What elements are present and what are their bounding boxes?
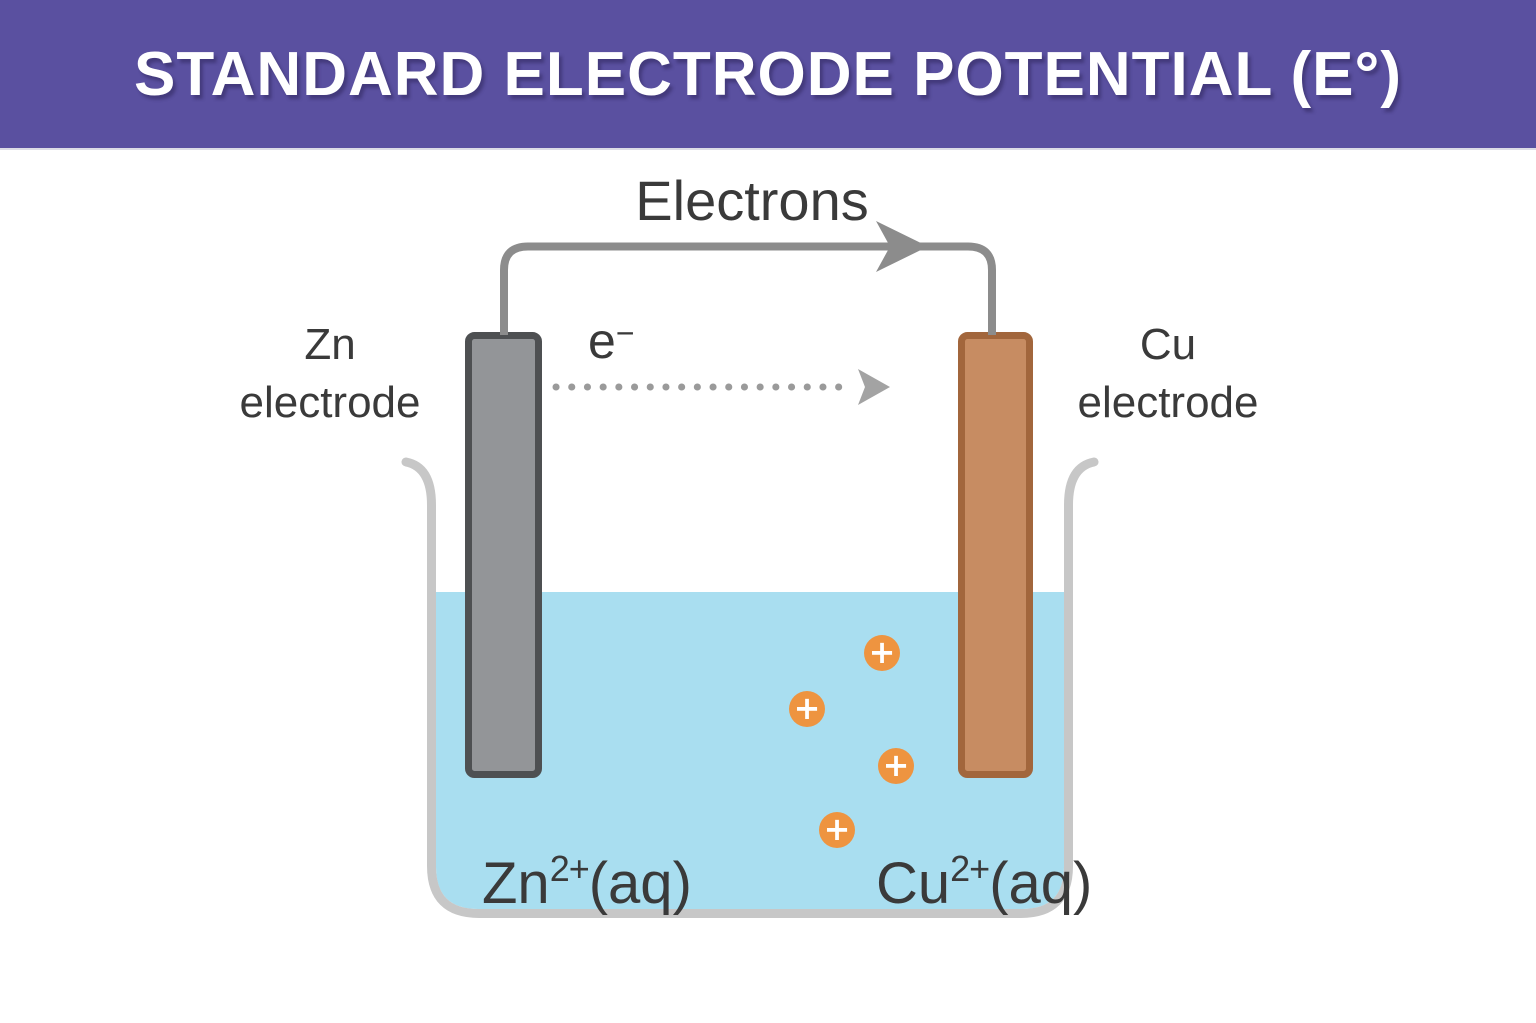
zn-electrode-label-line1: Zn — [304, 320, 356, 369]
wire — [500, 242, 996, 335]
cu-electrode — [958, 332, 1033, 778]
zn-ion-sup: 2+ — [549, 848, 590, 889]
electron-flow-arrow-icon — [876, 221, 928, 272]
cation-icon: + — [789, 691, 825, 727]
beaker-outline — [401, 457, 1099, 918]
cation-plus: + — [868, 633, 896, 671]
cu-ion-base: Cu — [876, 851, 951, 916]
cation-plus: + — [823, 810, 851, 848]
page-title: STANDARD ELECTRODE POTENTIAL (E°) — [134, 39, 1402, 109]
electron-transfer-arrowhead-icon — [858, 369, 890, 405]
cation-icon: + — [819, 812, 855, 848]
cu-ion-suffix: (aq) — [989, 851, 1093, 916]
electrolyte-solution — [436, 592, 1064, 909]
zn-electrode — [465, 332, 542, 778]
electron-symbol-label: e− — [588, 312, 635, 370]
cation-plus: + — [882, 746, 910, 784]
electron-symbol-base: e — [588, 313, 616, 369]
zn-electrode-label-line2: electrode — [239, 378, 421, 427]
header-separator — [0, 148, 1536, 150]
zn-ion-label: Zn2+(aq) — [482, 848, 692, 917]
zn-ion-base: Zn — [482, 851, 550, 916]
zn-electrode-label: Zn electrode — [239, 316, 420, 432]
cation-icon: + — [878, 748, 914, 784]
cu-ion-sup: 2+ — [950, 848, 990, 889]
cu-electrode-label: Cu electrode — [1077, 316, 1258, 432]
cu-electrode-label-line2: electrode — [1077, 378, 1259, 427]
cation-plus: + — [793, 689, 821, 727]
electron-symbol-sup: − — [615, 315, 635, 351]
header-banner: STANDARD ELECTRODE POTENTIAL (E°) — [0, 0, 1536, 148]
electrons-label: Electrons — [635, 169, 869, 232]
zn-ion-suffix: (aq) — [588, 851, 692, 916]
cu-ion-label: Cu2+(aq) — [876, 848, 1092, 917]
cu-electrode-label-line1: Cu — [1139, 320, 1197, 369]
cation-icon: + — [864, 635, 900, 671]
